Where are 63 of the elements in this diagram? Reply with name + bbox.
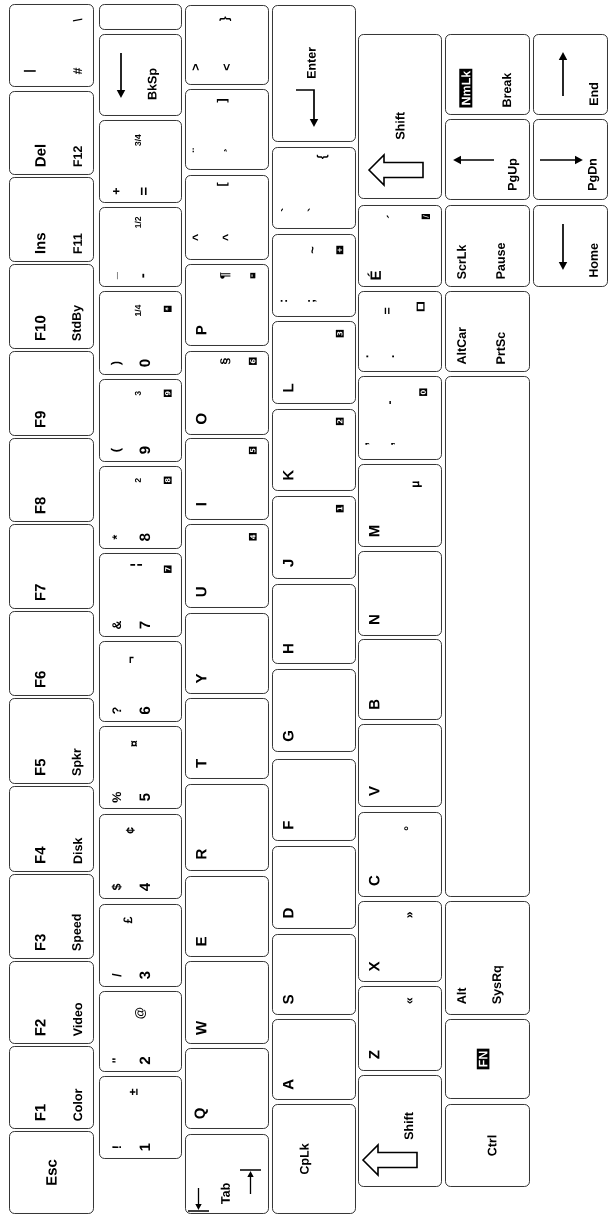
key: F [272, 759, 356, 841]
key: $ 4 ¢ [99, 814, 182, 899]
key: F5 Spkr [9, 698, 94, 784]
key: ! 1 ± [99, 1076, 182, 1159]
key: S [272, 934, 356, 1015]
key: F9 [9, 351, 94, 436]
key: ScrLk Pause [445, 205, 530, 287]
key: Home [533, 205, 608, 287]
key: F7 [9, 524, 94, 609]
key: F4 Disk [9, 786, 94, 872]
key: F8 [9, 438, 94, 522]
key: A [272, 1019, 356, 1100]
key: PgUp [445, 119, 530, 200]
key: ` ` { [272, 147, 356, 229]
key: F1 Color [9, 1046, 94, 1129]
key: ? 6 ¬ [99, 641, 182, 722]
key: E [185, 876, 269, 957]
key: " 2 @ [99, 991, 182, 1072]
key: Enter [272, 5, 356, 142]
key: V [358, 724, 442, 807]
key: % 5 ¤ [99, 726, 182, 809]
key: Shift [358, 1075, 442, 1187]
key: Tab [185, 1134, 269, 1214]
key: NmLk Break [445, 34, 530, 115]
key: H [272, 584, 356, 664]
key: Esc [9, 1131, 94, 1214]
key: F2 Video [9, 961, 94, 1044]
key: N [358, 551, 442, 636]
key: + = 3/4 [99, 120, 182, 203]
key: G [272, 669, 356, 752]
key: / 3 £ [99, 904, 182, 987]
key: _ - 1/2 [99, 207, 182, 287]
key [99, 4, 182, 30]
key: Q [185, 1048, 269, 1129]
key: BkSp [99, 34, 182, 116]
key: W [185, 961, 269, 1044]
key: Ins F11 [9, 177, 94, 262]
key: Ctrl [445, 1104, 530, 1187]
key: F10 StdBy [9, 264, 94, 349]
key: D [272, 846, 356, 929]
key: Shift [358, 34, 442, 199]
key: T [185, 698, 269, 779]
key [445, 376, 530, 897]
key: End [533, 34, 608, 115]
key: ^ ^ [ [185, 175, 269, 260]
key: > < } [185, 5, 269, 85]
key: PgDn [533, 119, 608, 200]
key: Y [185, 613, 269, 694]
key: M µ [358, 464, 442, 547]
key: R [185, 784, 269, 871]
key: Z « [358, 986, 442, 1071]
key: FN [445, 1019, 530, 1099]
key: AltCar PrtSc [445, 291, 530, 372]
key: X » [358, 901, 442, 982]
key: B [358, 639, 442, 720]
key: C ° [358, 812, 442, 897]
key: | # \ [9, 4, 94, 87]
key: Del F12 [9, 91, 94, 175]
key: CpLk [272, 1104, 356, 1214]
key: ¨ ¸ ] [185, 89, 269, 170]
key: F6 [9, 611, 94, 696]
key: Alt SysRq [445, 901, 530, 1015]
key: F3 Speed [9, 874, 94, 959]
